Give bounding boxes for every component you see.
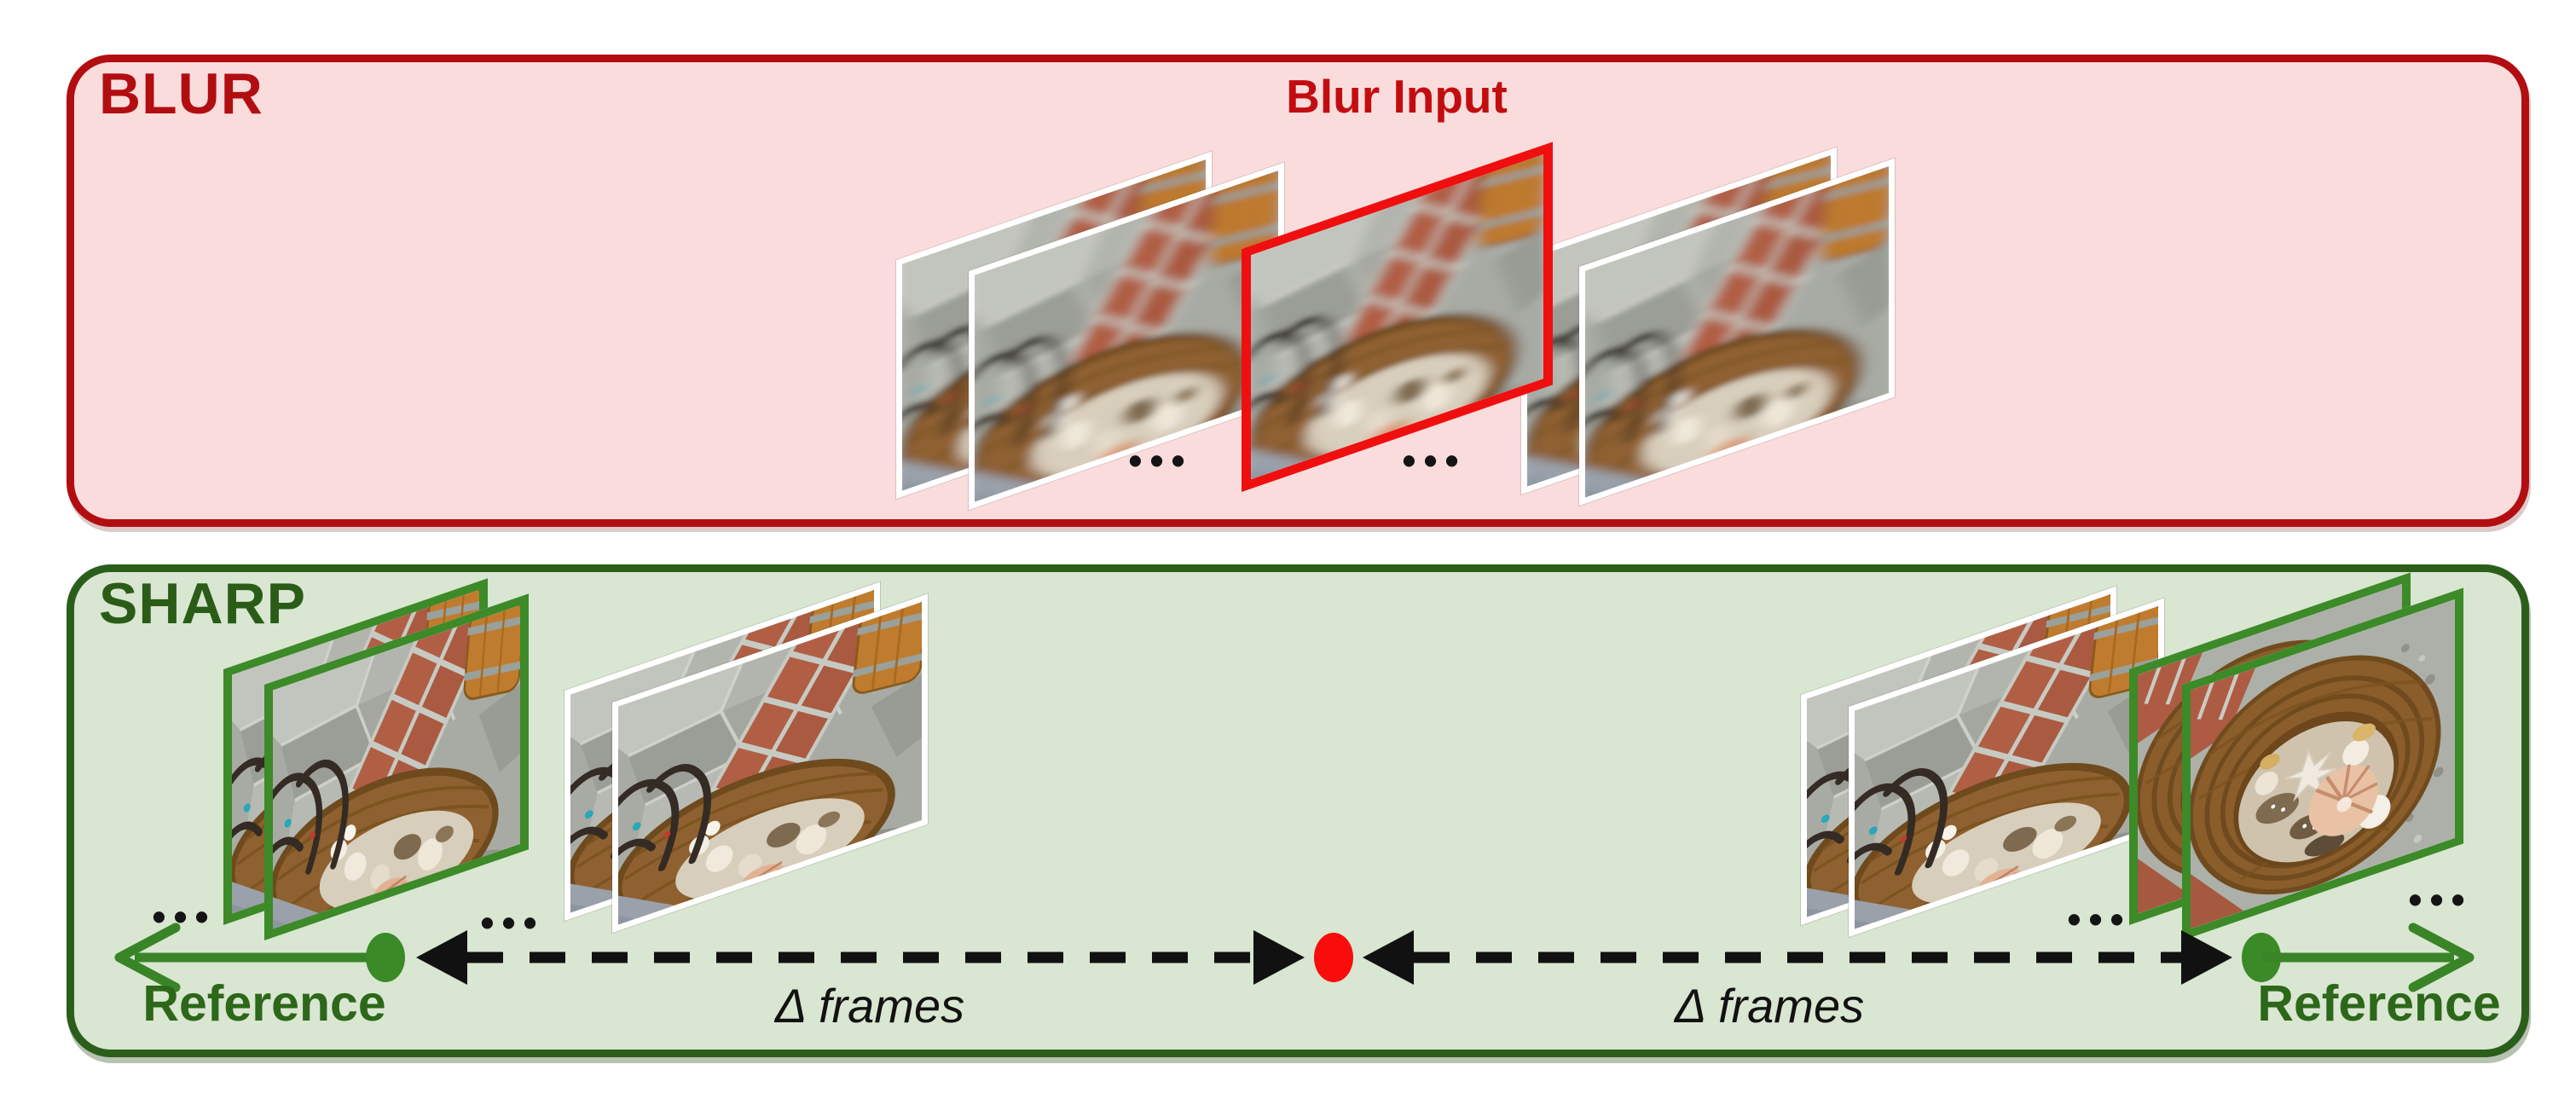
- ellipsis-sharp-right: •••: [2067, 897, 2132, 941]
- blur-panel-title: BLUR: [99, 61, 263, 126]
- delta-arrow-left-icon: [416, 930, 1305, 985]
- blur-input-label: Blur Input: [1286, 70, 1508, 123]
- reference-arrow-left-icon: [114, 923, 405, 992]
- reference-label-right: Reference: [2257, 975, 2501, 1032]
- reference-marker-left-icon: [366, 933, 405, 982]
- blur-input-marker-icon: [1314, 933, 1353, 982]
- timeline-arrows: [114, 923, 2475, 992]
- ellipsis-blur-right: •••: [1402, 438, 1467, 483]
- ellipsis-sharp-far-left: •••: [152, 894, 217, 939]
- ellipsis-blur-left: •••: [1128, 438, 1193, 483]
- ellipsis-sharp-far-right: •••: [2408, 877, 2473, 922]
- delta-frames-label-left: Δ frames: [774, 979, 965, 1032]
- delta-arrow-right-icon: [1363, 930, 2232, 985]
- ellipsis-sharp-left: •••: [480, 900, 545, 945]
- delta-frames-label-right: Δ frames: [1674, 979, 1865, 1032]
- reference-label-left: Reference: [142, 975, 386, 1032]
- reference-arrow-right-icon: [2242, 923, 2475, 992]
- sharp-panel-title: SHARP: [99, 571, 307, 636]
